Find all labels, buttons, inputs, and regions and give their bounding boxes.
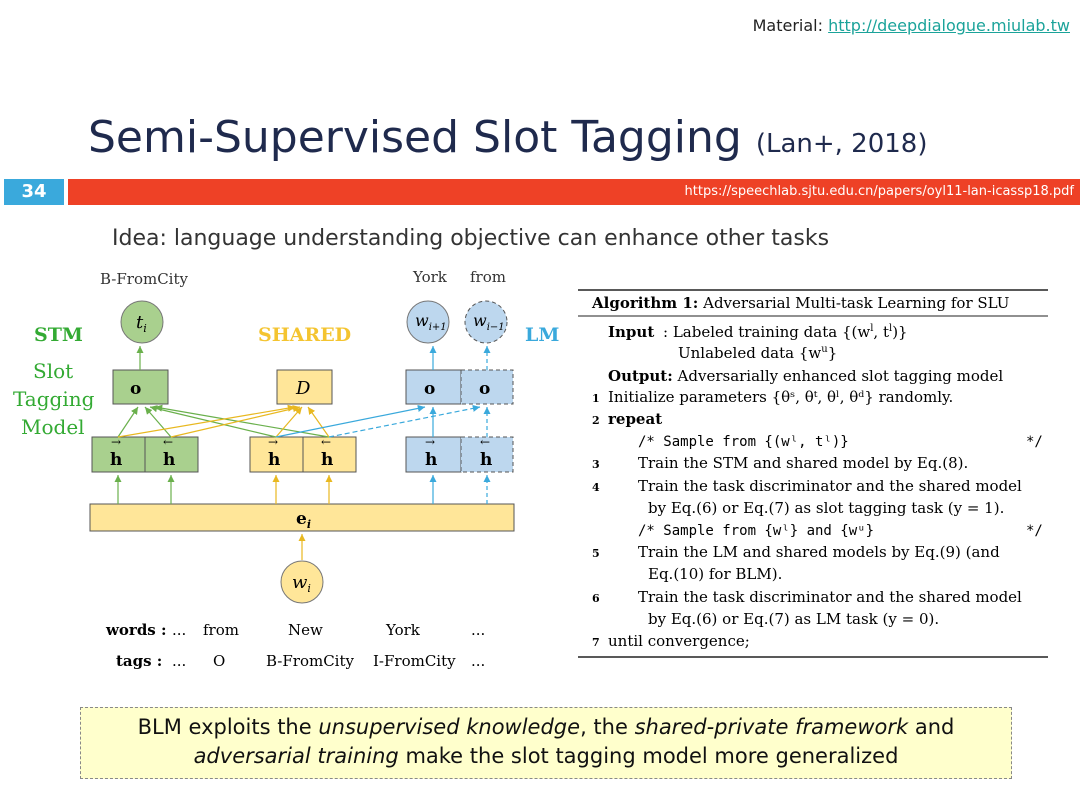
svg-text:Train the task discriminator a: Train the task discriminator and the sha…: [638, 477, 1022, 495]
model-diagram: STM SHARED LM Slot Tagging Model B-FromC…: [13, 268, 559, 670]
embedding-layer: [89, 503, 515, 532]
svg-text:Output: Adversarially enhanced: Output: Adversarially enhanced slot tagg…: [608, 367, 1003, 385]
svg-text:...: ...: [172, 621, 186, 639]
box-o-l-b: [460, 369, 514, 405]
svg-text:B-FromCity: B-FromCity: [266, 652, 355, 670]
slot-label-3: Model: [21, 415, 85, 439]
node-w-next: [406, 300, 450, 344]
svg-text:Initialize parameters {θˢ, θᵗ,: Initialize parameters {θˢ, θᵗ, θˡ, θᵈ} r…: [608, 388, 953, 406]
node-t: [120, 300, 164, 344]
svg-text:wi: wi: [292, 572, 311, 595]
svg-text:1: 1: [592, 392, 600, 405]
svg-text:h: h: [163, 450, 175, 470]
svg-text:*/: */: [1026, 523, 1043, 539]
svg-text:4: 4: [592, 481, 600, 494]
svg-text:Input: Input: [608, 323, 654, 341]
hidden-lm: → ← h h: [405, 435, 514, 473]
title-citation: (Lan+, 2018): [755, 129, 928, 159]
svg-text:ei: ei: [296, 509, 311, 531]
svg-text:...: ...: [471, 621, 485, 639]
svg-text:→: →: [425, 435, 435, 449]
svg-text:Train the task discriminator a: Train the task discriminator and the sha…: [638, 588, 1022, 606]
svg-text:wi+1: wi+1: [415, 311, 447, 333]
box-o-l: [405, 369, 462, 405]
node-w-prev: [464, 300, 508, 344]
svg-text:until convergence;: until convergence;: [608, 632, 750, 650]
slot-label-1: Slot: [33, 359, 73, 383]
svg-text:*/: */: [1026, 434, 1043, 450]
svg-text:by Eq.(6) or Eq.(7) as LM task: by Eq.(6) or Eq.(7) as LM task (y = 0).: [648, 610, 939, 628]
svg-text:: Labeled training data {(wl,: : Labeled training data {(wl, tl)}: [663, 323, 908, 341]
svg-text:h: h: [321, 450, 333, 470]
svg-text:o: o: [479, 379, 490, 399]
material-credit: Material: http://deepdialogue.miulab.tw: [753, 16, 1070, 35]
svg-text:→: →: [111, 435, 121, 449]
summary-box: BLM exploits the unsupervised knowledge,…: [80, 707, 1012, 779]
label-york: York: [412, 268, 448, 286]
material-label: Material:: [752, 16, 823, 35]
svg-text:h: h: [268, 450, 280, 470]
svg-text:3: 3: [592, 458, 600, 471]
svg-text:O: O: [213, 652, 225, 670]
svg-text:ti: ti: [136, 312, 147, 335]
tags-label: tags :: [116, 652, 162, 670]
svg-text:5: 5: [592, 547, 600, 560]
svg-text:h: h: [480, 450, 492, 470]
svg-text:/* Sample from {wˡ} and {wᵘ}: /* Sample from {wˡ} and {wᵘ}: [638, 523, 874, 539]
svg-text:7: 7: [592, 636, 600, 649]
svg-text:/* Sample from {(wˡ, tˡ)}: /* Sample from {(wˡ, tˡ)}: [638, 434, 849, 450]
algorithm-box: Algorithm 1: Adversarial Multi-task Lear…: [578, 289, 1048, 658]
material-link[interactable]: http://deepdialogue.miulab.tw: [828, 16, 1070, 35]
box-o-t: [112, 369, 169, 405]
slide-number: 34: [4, 179, 64, 205]
svg-text:→: →: [268, 435, 278, 449]
svg-text:←: ←: [480, 435, 490, 449]
svg-text:from: from: [203, 621, 239, 639]
paper-url[interactable]: https://speechlab.sjtu.edu.cn/papers/oyl…: [68, 179, 1080, 205]
svg-text:o: o: [424, 379, 435, 399]
shared-label: SHARED: [258, 324, 351, 346]
svg-text:...: ...: [471, 652, 485, 670]
label-from: from: [470, 268, 506, 286]
svg-text:I-FromCity: I-FromCity: [373, 652, 456, 670]
svg-text:h: h: [425, 450, 437, 470]
lm-label: LM: [525, 324, 559, 346]
hidden-stm: → ← h h: [91, 435, 199, 473]
algorithm-title: Algorithm 1: Adversarial Multi-task Lear…: [591, 294, 1009, 312]
svg-text:wi−1: wi−1: [473, 311, 505, 333]
stm-label: STM: [34, 324, 83, 346]
svg-text:D: D: [295, 378, 311, 399]
page-title: Semi-Supervised Slot Tagging (Lan+, 2018…: [88, 112, 927, 163]
words-label: words :: [105, 621, 167, 639]
idea-text: Idea: language understanding objective c…: [112, 226, 830, 251]
box-D: [276, 369, 333, 405]
svg-text:repeat: repeat: [608, 410, 662, 428]
label-bfromcity: B-FromCity: [100, 270, 189, 288]
hidden-shared: → ← h h: [249, 435, 357, 473]
svg-text:New: New: [288, 621, 323, 639]
svg-text:←: ←: [163, 435, 173, 449]
svg-text:York: York: [385, 621, 421, 639]
svg-text:o: o: [130, 379, 141, 399]
svg-text:Eq.(10) for BLM).: Eq.(10) for BLM).: [648, 565, 782, 583]
svg-text:←: ←: [321, 435, 331, 449]
svg-text:Unlabeled data {wu}: Unlabeled data {wu}: [678, 344, 837, 362]
slot-label-2: Tagging: [13, 387, 95, 411]
node-w: [280, 560, 324, 604]
svg-text:2: 2: [592, 414, 600, 427]
svg-text:h: h: [110, 450, 122, 470]
title-main: Semi-Supervised Slot Tagging: [88, 112, 742, 163]
svg-text:Train the STM and shared model: Train the STM and shared model by Eq.(8)…: [638, 454, 968, 472]
svg-text:by Eq.(6) or Eq.(7) as slot ta: by Eq.(6) or Eq.(7) as slot tagging task…: [648, 499, 1004, 517]
svg-text:6: 6: [592, 592, 600, 605]
svg-text:Train the LM and shared models: Train the LM and shared models by Eq.(9)…: [638, 543, 1000, 561]
slide-bar: 34 https://speechlab.sjtu.edu.cn/papers/…: [0, 179, 1080, 205]
svg-text:...: ...: [172, 652, 186, 670]
